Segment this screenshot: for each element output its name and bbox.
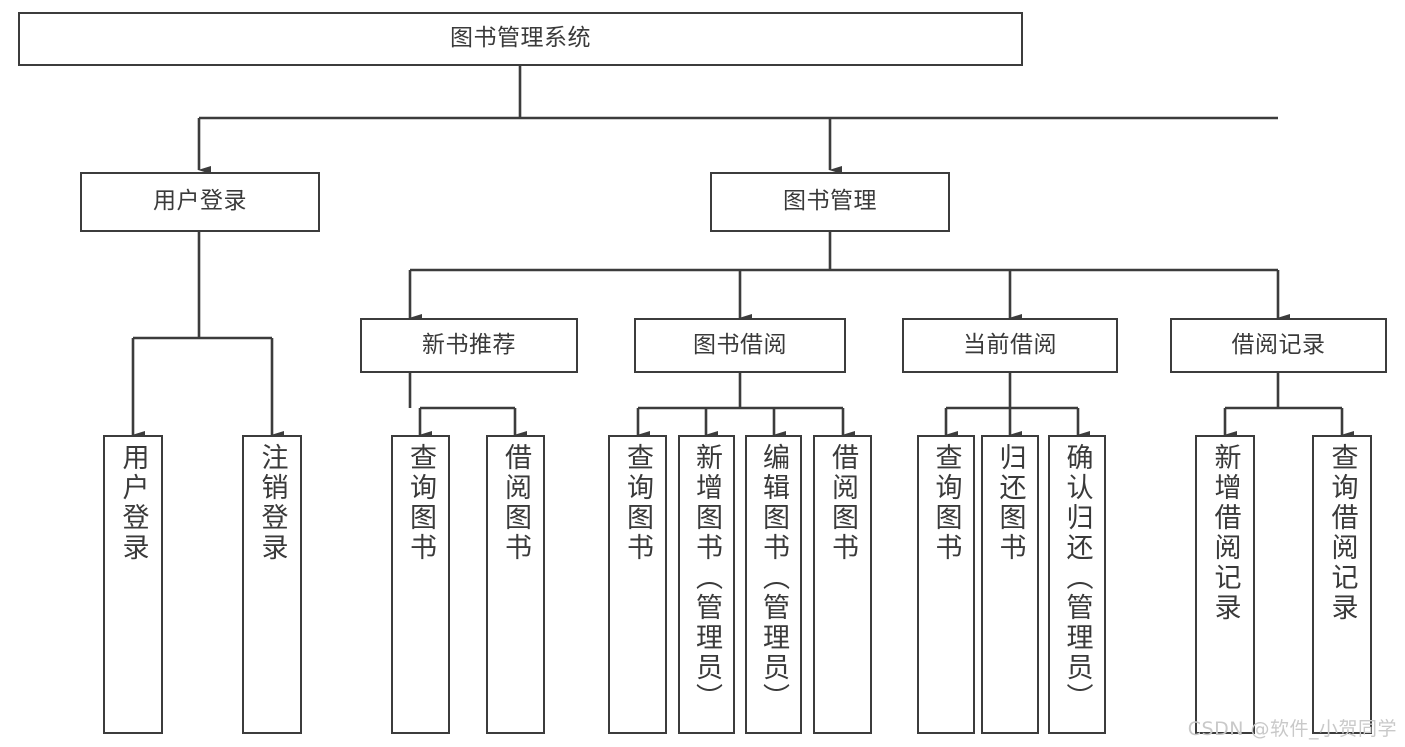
leaf-edit-book-label: 编辑图书（管理员） <box>758 443 789 713</box>
leaf-borrow-book-1[interactable]: 借阅图书 <box>486 435 545 734</box>
node-user-login[interactable]: 用户登录 <box>80 172 320 232</box>
leaf-query-book-1[interactable]: 查询图书 <box>391 435 450 734</box>
leaf-confirm-return-label: 确认归还（管理员） <box>1061 443 1093 713</box>
leaf-confirm-return[interactable]: 确认归还（管理员） <box>1048 435 1106 734</box>
node-borrow-record[interactable]: 借阅记录 <box>1170 318 1387 373</box>
watermark: CSDN @软件_小贺同学 <box>1187 718 1397 740</box>
leaf-user-login[interactable]: 用户登录 <box>103 435 163 734</box>
node-new-book-recommend[interactable]: 新书推荐 <box>360 318 578 373</box>
node-user-login-label: 用户登录 <box>153 188 247 215</box>
leaf-query-book-3-label: 查询图书 <box>930 443 962 563</box>
node-book-borrow-label: 图书借阅 <box>693 331 787 358</box>
leaf-query-book-2-label: 查询图书 <box>622 443 653 563</box>
leaf-borrow-book-2[interactable]: 借阅图书 <box>813 435 872 734</box>
leaf-add-book-label: 新增图书（管理员） <box>691 443 722 713</box>
node-book-management[interactable]: 图书管理 <box>710 172 950 232</box>
node-current-borrow-label: 当前借阅 <box>963 331 1057 358</box>
node-borrow-record-label: 借阅记录 <box>1231 331 1326 358</box>
node-new-book-recommend-label: 新书推荐 <box>422 331 516 358</box>
leaf-query-book-3[interactable]: 查询图书 <box>917 435 975 734</box>
node-root-label: 图书管理系统 <box>450 25 591 52</box>
leaf-add-record[interactable]: 新增借阅记录 <box>1195 435 1255 734</box>
leaf-logout-label: 注销登录 <box>256 443 288 563</box>
leaf-logout[interactable]: 注销登录 <box>242 435 302 734</box>
leaf-borrow-book-1-label: 借阅图书 <box>500 443 531 563</box>
node-book-management-label: 图书管理 <box>783 188 877 215</box>
leaf-add-record-label: 新增借阅记录 <box>1209 443 1241 623</box>
leaf-user-login-label: 用户登录 <box>117 443 149 563</box>
leaf-add-book[interactable]: 新增图书（管理员） <box>678 435 735 734</box>
leaf-query-book-1-label: 查询图书 <box>405 443 436 563</box>
node-book-borrow[interactable]: 图书借阅 <box>634 318 846 373</box>
leaf-query-record[interactable]: 查询借阅记录 <box>1312 435 1372 734</box>
node-root[interactable]: 图书管理系统 <box>18 12 1023 66</box>
leaf-query-record-label: 查询借阅记录 <box>1326 443 1358 623</box>
leaf-edit-book[interactable]: 编辑图书（管理员） <box>745 435 802 734</box>
leaf-return-book[interactable]: 归还图书 <box>981 435 1039 734</box>
node-current-borrow[interactable]: 当前借阅 <box>902 318 1118 373</box>
leaf-return-book-label: 归还图书 <box>994 443 1026 563</box>
leaf-borrow-book-2-label: 借阅图书 <box>827 443 858 563</box>
leaf-query-book-2[interactable]: 查询图书 <box>608 435 667 734</box>
